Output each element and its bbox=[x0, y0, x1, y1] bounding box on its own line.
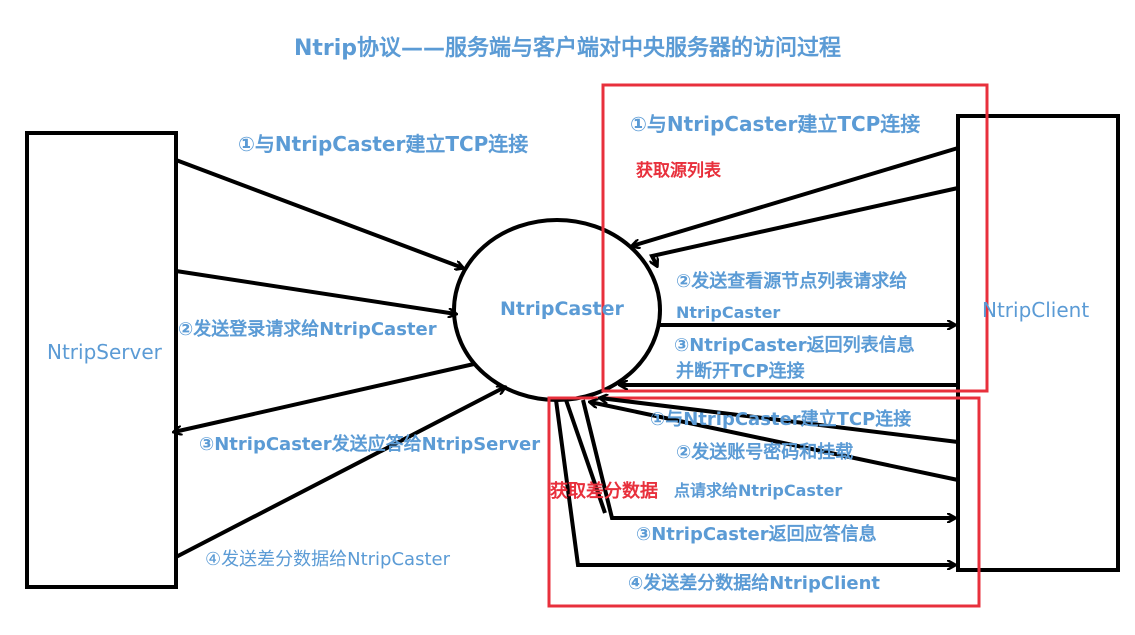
source-list-step-2-line2: NtripCaster bbox=[676, 303, 781, 322]
diagram-title: Ntrip协议——服务端与客户端对中央服务器的访问过程 bbox=[293, 36, 842, 61]
client-arrow-login bbox=[600, 398, 959, 444]
diff-data-heading: 获取差分数据 bbox=[550, 481, 658, 502]
server-box bbox=[25, 131, 178, 589]
server-label: NtripServer bbox=[47, 340, 162, 364]
diff-step-2-line2: 点请求给NtripCaster bbox=[674, 481, 843, 500]
client-arrow-connect bbox=[632, 146, 959, 246]
server-arrow-3 bbox=[174, 362, 475, 432]
diff-step-2-line1: ②发送账号密码和挂载 bbox=[676, 442, 854, 463]
client-arrow-request bbox=[652, 186, 959, 266]
server-step-2: ②发送登录请求给NtripCaster bbox=[178, 319, 437, 340]
source-list-highlight bbox=[601, 83, 989, 393]
source-list-step-3-line2: 并断开TCP连接 bbox=[676, 361, 805, 382]
server-step-3: ③NtripCaster发送应答给NtripServer bbox=[199, 434, 541, 455]
diff-step-3: ③NtripCaster返回应答信息 bbox=[636, 524, 877, 545]
caster-arrow-answer bbox=[581, 399, 955, 518]
server-step-4: ④发送差分数据给NtripCaster bbox=[205, 549, 450, 570]
client-box bbox=[956, 114, 1120, 572]
diff-step-4: ④发送差分数据给NtripClient bbox=[628, 573, 881, 594]
client-label: NtripClient bbox=[982, 298, 1090, 322]
server-arrow-1 bbox=[175, 158, 463, 268]
source-list-step-3-line1: ③NtripCaster返回列表信息 bbox=[674, 335, 915, 356]
server-arrow-4 bbox=[175, 387, 505, 559]
source-list-heading: 获取源列表 bbox=[636, 161, 721, 181]
diff-step-1: ①与NtripCaster建立TCP连接 bbox=[650, 409, 912, 430]
server-arrow-2 bbox=[175, 269, 456, 314]
client-arrow-mount bbox=[590, 402, 959, 482]
source-list-step-1: ①与NtripCaster建立TCP连接 bbox=[630, 112, 921, 136]
server-step-1: ①与NtripCaster建立TCP连接 bbox=[238, 132, 529, 156]
source-list-step-2-line1: ②发送查看源节点列表请求给 bbox=[676, 271, 908, 292]
caster-label: NtripCaster bbox=[500, 298, 624, 320]
caster-arrow-diffdata bbox=[554, 399, 955, 565]
diff-data-highlight bbox=[547, 396, 981, 608]
caster-arrow-diffdata-branch bbox=[564, 399, 607, 514]
